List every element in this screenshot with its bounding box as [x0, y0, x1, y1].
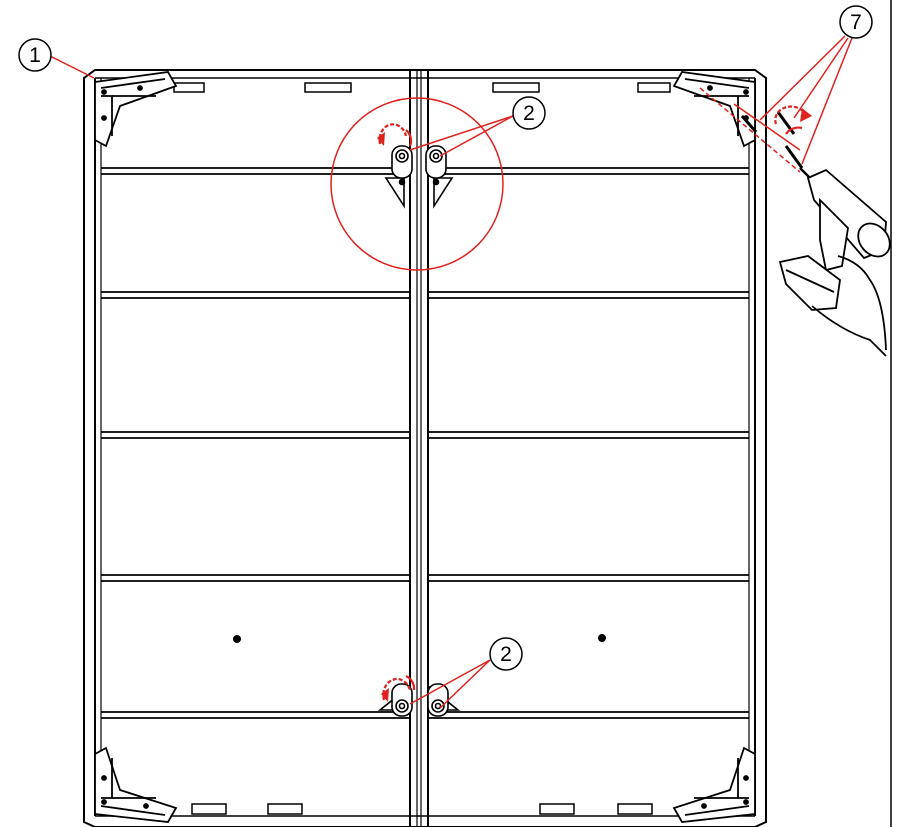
corner-bracket-top-right — [672, 71, 756, 148]
rail-2 — [101, 291, 749, 299]
cabinet-frame — [83, 69, 767, 827]
corner-bracket-top-left — [94, 71, 178, 148]
callout-frame-label: 1 — [29, 44, 41, 67]
bottom-tabs — [191, 803, 653, 815]
knob-hole-right — [598, 634, 606, 642]
knob-hole-left — [233, 635, 241, 643]
rotation-arrow-bottom-icon — [381, 675, 416, 702]
callout-screws: 7 — [759, 5, 873, 165]
rail-4 — [101, 574, 749, 582]
callout-hinge-bottom-label: 2 — [500, 643, 512, 666]
hinge-top-left — [384, 145, 413, 209]
rail-5 — [101, 711, 749, 719]
power-drill-icon — [778, 167, 891, 357]
callout-hinge-top: 2 — [409, 96, 546, 157]
rotation-arrow-screw-icon — [774, 105, 812, 135]
callout-screws-label: 7 — [850, 11, 862, 34]
corner-bracket-bottom-left — [94, 746, 178, 823]
corner-bracket-bottom-right — [672, 746, 756, 823]
callout-hinge-bottom: 2 — [409, 637, 523, 709]
screw-guide-lines — [699, 87, 801, 173]
callout-frame: 1 — [18, 38, 95, 79]
rail-3 — [101, 431, 749, 439]
rotation-arrow-icon — [377, 123, 413, 147]
hinge-detail-circle — [330, 97, 504, 271]
hinge-bottom-left — [377, 683, 413, 717]
hinge-top-right — [425, 145, 454, 209]
top-tabs — [173, 82, 671, 93]
rail-1 — [101, 167, 749, 175]
callout-hinge-top-label: 2 — [523, 102, 535, 125]
horizontal-rails — [101, 167, 749, 719]
